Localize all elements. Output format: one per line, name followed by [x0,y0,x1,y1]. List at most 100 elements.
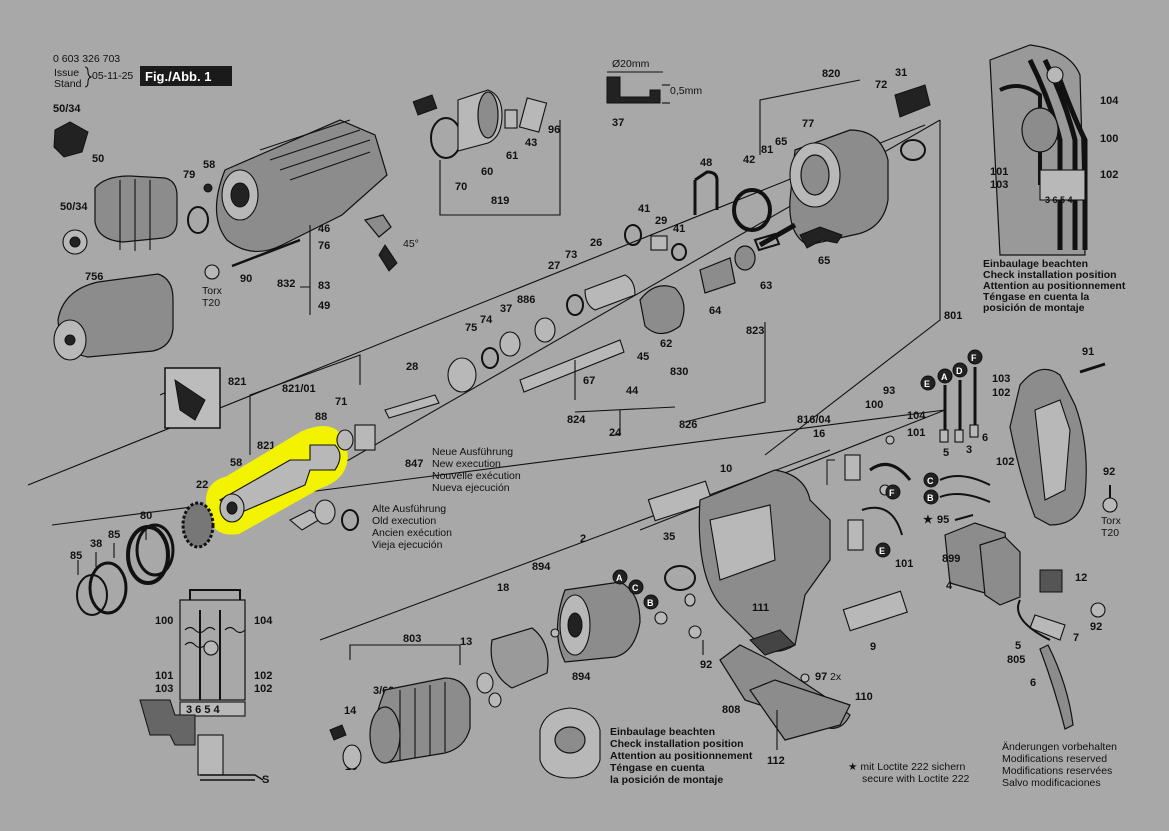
figure-title: Fig./Abb. 1 [145,69,211,84]
label-12: 12 [1075,572,1087,584]
label-75: 75 [465,322,477,334]
label-60: 60 [481,166,493,178]
note-changes-fr: Modifications reservées [1002,765,1112,777]
upper-parts-819: 70 60 61 43 96 819 [412,89,561,216]
label-45: 45 [637,351,649,363]
note-old-es: Vieja ejecución [372,539,443,551]
label-42: 42 [743,154,755,166]
label-821-01: 821/01 [282,383,316,395]
header-block: 0 603 326 703 Issue Stand 05-11-25 Fig./… [53,53,232,90]
label-28: 28 [406,361,418,373]
middle-parts: 41 29 41 26 73 27 886 37 74 75 28 64 63 … [384,203,781,439]
label-826: 826 [679,419,697,431]
label-29: 29 [655,215,667,227]
label-6: 6 [982,432,988,444]
label-70: 70 [455,181,467,193]
note-bottom-en: Check installation position [610,738,744,750]
label-13: 13 [460,636,472,648]
label-97: 97 [815,671,827,683]
label-102-e: 102 [254,683,272,695]
label-80: 80 [140,510,152,522]
label-894: 894 [532,561,551,573]
note-loctite-de: ★ mit Loctite 222 sichern [848,761,966,773]
label-t20-2: T20 [1101,527,1119,539]
note-new-es: Nueva ejecución [432,482,510,494]
note-bottom-es1: Téngase en cuenta [610,762,705,774]
label-102-b: 102 [992,387,1010,399]
note-changes-en: Modifications reserved [1002,753,1107,765]
marker-f: F [889,488,895,498]
label-45-degree: 45° [403,238,419,250]
label-9: 9 [870,641,876,653]
label-100: 100 [1100,133,1118,145]
label-s: S [262,774,269,786]
note-old-de: Alte Ausführung [372,503,446,515]
note-old-fr: Ancien exécution [372,527,452,539]
label-803: 803 [403,633,421,645]
marker-b-2: B [927,493,934,503]
terminal-numbers-2: 3 6 5 4 [1045,195,1073,205]
handle-801: 92 Torx T20 12 7 92 5 805 6 [1007,368,1122,730]
label-801: 801 [944,310,962,322]
note-new-de: Neue Ausführung [432,446,513,458]
label-3: 3 [966,444,972,456]
label-22: 22 [196,479,208,491]
installation-note-bottom: Einbaulage beachten Check installation p… [610,726,753,786]
label-894-b: 894 [572,671,591,683]
label-31: 31 [895,67,907,79]
label-100-b: 100 [865,399,883,411]
label-832: 832 [277,278,295,290]
label-14: 14 [344,705,357,717]
note-old-en: Old execution [372,515,436,527]
label-100-c: 100 [155,615,173,627]
label-847: 847 [405,458,423,470]
label-756: 756 [85,271,103,283]
label-10: 10 [720,463,732,475]
label-58: 58 [203,159,215,171]
note-right-de: Einbaulage beachten [983,258,1088,270]
label-63: 63 [760,280,772,292]
figure-badge [140,66,232,86]
label-49: 49 [318,300,330,312]
label-808: 808 [722,704,740,716]
label-830: 830 [670,366,688,378]
label-6-b: 6 [1030,677,1036,689]
issue-date: 05-11-25 [92,70,133,82]
dim-diameter: Ø20mm [612,58,650,70]
label-102-d: 102 [254,670,272,682]
marker-f-2: F [971,353,977,363]
label-torx-1: Torx [202,285,223,297]
note-changes-de: Änderungen vorbehalten [1002,741,1117,753]
dimension-detail: Ø20mm 0,5mm 37 [606,58,702,129]
changes-note: Änderungen vorbehalten Modifications res… [1002,741,1117,789]
label-112: 112 [767,755,785,767]
terminal-numbers: 3 6 5 4 [186,704,221,716]
marker-a-2: A [941,372,948,382]
marker-a: A [616,573,623,583]
label-103-c: 103 [155,683,173,695]
marker-c-2: C [927,476,934,486]
label-110: 110 [855,691,873,703]
label-64: 64 [709,305,722,317]
label-76: 76 [318,240,330,252]
wiring-diagram-left: 100 104 101 103 102 102 3 6 5 4 S [139,589,273,786]
label-823: 823 [746,325,764,337]
label-16: 16 [813,428,825,440]
label-824: 824 [567,414,586,426]
label-71: 71 [335,396,347,408]
note-new-en: New execution [432,458,501,470]
label-819: 819 [491,195,509,207]
note-right-es1: Téngase en cuenta la [983,291,1089,303]
label-85-b: 85 [70,550,82,562]
wiring-inset-top-right: 104 100 102 101 103 3 6 5 4 Einbaulage b… [983,44,1126,314]
note-bottom-fr: Attention au positionnement [610,750,753,762]
label-821: 821 [228,376,246,388]
label-820: 820 [822,68,840,80]
label-97-2x: 2x [830,671,842,683]
label-81: 81 [761,144,773,156]
label-85: 85 [108,529,120,541]
loctite-note: ★ mit Loctite 222 sichern secure with Lo… [848,761,970,785]
label-58-b: 58 [230,457,242,469]
note-changes-es: Salvo modificaciones [1002,777,1101,789]
label-101-c: 101 [895,558,913,570]
